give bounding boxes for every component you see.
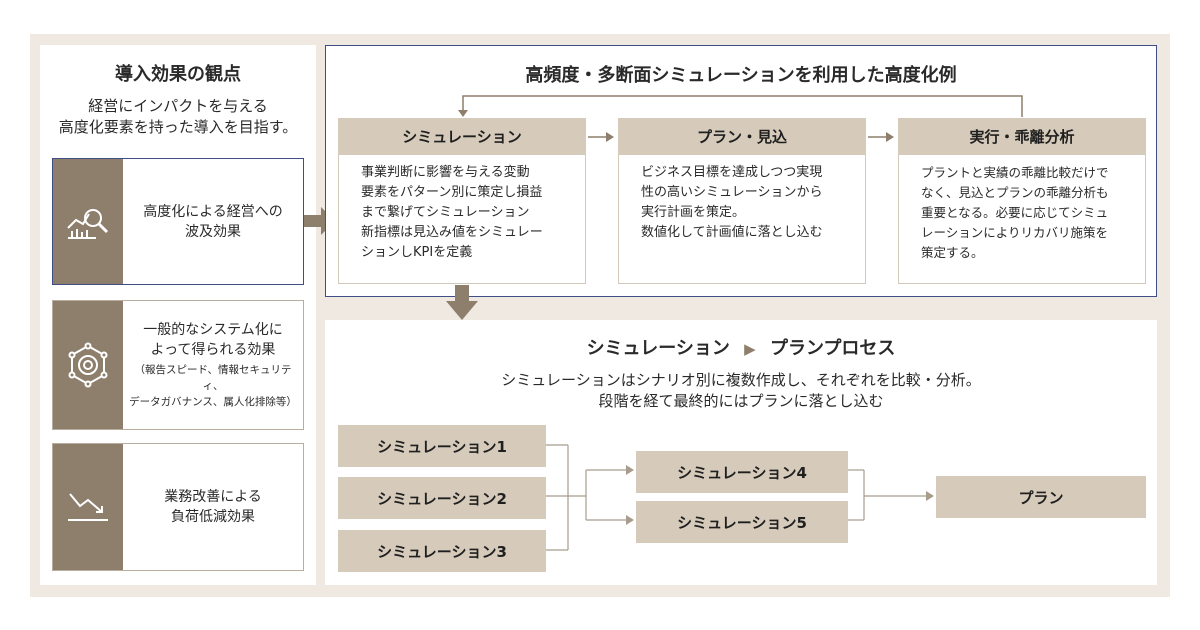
- step-arrow-icon: [588, 132, 614, 142]
- effect-item-line2: よって得られる効果: [150, 342, 276, 358]
- simulation-process-title: シミュレーション ▶ プランプロセス: [325, 334, 1157, 360]
- process-subtitle-line1: シミュレーションはシナリオ別に複数作成し、それぞれを比較・分析。: [501, 371, 981, 389]
- play-arrow-icon: ▶: [744, 340, 756, 358]
- step-text-line: 要素をパターン別に策定し損益: [361, 185, 543, 200]
- effect-item-line2: 波及効果: [185, 223, 241, 240]
- step-text-line: 新指標は見込み値をシミュレー: [361, 225, 543, 240]
- effects-subtitle-line1: 経営にインパクトを与える: [88, 97, 268, 115]
- step-arrow-icon: [868, 132, 894, 142]
- step-text-line: 重要となる。必要に応じてシミュ: [921, 205, 1109, 220]
- effect-item-icon-column: [53, 159, 123, 284]
- effects-subtitle-line2: 高度化要素を持った導入を目指す。: [58, 118, 298, 136]
- step-text-line: なく、見込とプランの乖離分析も: [921, 185, 1109, 200]
- step-simulation-header: シミュレーション: [338, 118, 586, 155]
- effect-item-icon-column: [53, 301, 123, 429]
- simulation-box-3: シミュレーション3: [338, 530, 546, 572]
- step-text-line: ションしKPIを定義: [361, 245, 473, 260]
- step-text-line: 性の高いシミュレーションから: [641, 185, 823, 200]
- effect-item-system[interactable]: 一般的なシステム化に よって得られる効果 （報告スピード、情報セキュリティ、 デ…: [52, 300, 304, 430]
- effects-title: 導入効果の観点: [115, 64, 241, 85]
- step-text-line: 事業判断に影響を与える変動: [361, 165, 530, 180]
- effect-item-line1: 一般的なシステム化に: [143, 322, 283, 338]
- effect-item-line1: 高度化による経営への: [143, 203, 283, 220]
- effect-item-icon-column: [53, 444, 123, 570]
- analytics-magnifier-icon: [67, 208, 109, 239]
- simulation-box-4: シミュレーション4: [636, 451, 848, 493]
- step-text-line: レーションによりリカバリ施策を: [921, 225, 1109, 240]
- effect-item-text: 業務改善による 負荷低減効果: [123, 444, 303, 570]
- step-plan-header: プラン・見込: [618, 118, 866, 155]
- effect-item-text: 高度化による経営への 波及効果: [123, 159, 303, 284]
- effect-item-management[interactable]: 高度化による経営への 波及効果: [52, 158, 304, 285]
- simulation-process-subtitle: シミュレーションはシナリオ別に複数作成し、それぞれを比較・分析。 段階を経て最終…: [325, 370, 1157, 412]
- step-text-line: 数値化して計画値に落とし込む: [641, 225, 823, 240]
- effect-item-line1: 業務改善による: [164, 489, 262, 505]
- step-plan-body: ビジネス目標を達成しつつ実現 性の高いシミュレーションから 実行計画を策定。 数…: [618, 155, 866, 284]
- step-execution-body: プラントと実績の乖離比較だけで なく、見込とプランの乖離分析も 重要となる。必要…: [898, 155, 1146, 284]
- step-text-line: 策定する。: [921, 245, 984, 260]
- gear-network-icon: [68, 342, 108, 388]
- step-text-line: プラントと実績の乖離比較だけで: [921, 165, 1109, 180]
- step-execution-header: 実行・乖離分析: [898, 118, 1146, 155]
- step-simulation-body: 事業判断に影響を与える変動 要素をパターン別に策定し損益 まで繋げてシミュレーシ…: [338, 155, 586, 284]
- process-subtitle-line2: 段階を経て最終的にはプランに落とし込む: [598, 392, 884, 410]
- effect-item-note1: （報告スピード、情報セキュリティ、: [134, 364, 292, 392]
- process-connectors: [546, 444, 934, 551]
- process-title-right: プランプロセス: [769, 338, 896, 359]
- feedback-loop-arrow: [458, 95, 1023, 117]
- plan-box: プラン: [936, 476, 1146, 518]
- simulation-box-5: シミュレーション5: [636, 501, 848, 543]
- arrow-down-icon: [446, 285, 478, 320]
- simulation-box-2: シミュレーション2: [338, 477, 546, 519]
- simulation-box-1: シミュレーション1: [338, 425, 546, 467]
- effect-item-text: 一般的なシステム化に よって得られる効果 （報告スピード、情報セキュリティ、 デ…: [123, 301, 303, 429]
- effect-item-line2: 負荷低減効果: [171, 509, 255, 525]
- effect-item-workload[interactable]: 業務改善による 負荷低減効果: [52, 443, 304, 571]
- effect-item-note2: データガバナンス、属人化排除等）: [129, 396, 297, 408]
- process-title-left: シミュレーション: [586, 338, 730, 359]
- downtrend-icon: [68, 493, 108, 521]
- step-text-line: ビジネス目標を達成しつつ実現: [641, 165, 823, 180]
- step-text-line: まで繋げてシミュレーション: [361, 205, 530, 220]
- step-text-line: 実行計画を策定。: [641, 205, 746, 220]
- advanced-example-title: 高頻度・多断面シミュレーションを利用した高度化例: [525, 65, 957, 86]
- effects-subtitle: 経営にインパクトを与える 高度化要素を持った導入を目指す。: [40, 96, 316, 138]
